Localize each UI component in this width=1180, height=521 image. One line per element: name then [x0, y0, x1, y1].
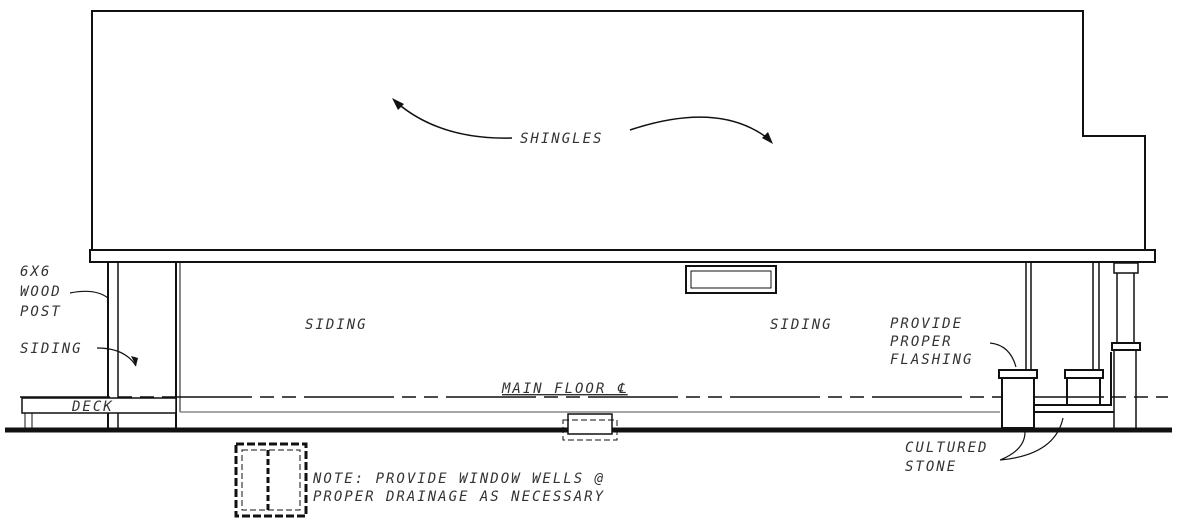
deck-label: DECK: [71, 399, 114, 415]
siding-label-right: SIDING: [770, 317, 833, 333]
deck: [21, 397, 177, 428]
roof-outline: [91, 10, 1146, 250]
flashing-label-2: PROPER: [890, 334, 953, 350]
post-leader: [69, 290, 109, 299]
window-well-symbol: [234, 442, 308, 518]
cultured-stone-piers: [998, 352, 1114, 429]
shingles-arrow-right: [629, 116, 771, 141]
siding-label-left: SIDING: [305, 317, 368, 333]
roof-fascia: [89, 249, 1156, 263]
shingles-label: SHINGLES: [520, 131, 603, 147]
stone-label-1: CULTURED: [905, 440, 988, 456]
flashing-label-1: PROVIDE: [890, 316, 963, 332]
gable-vent: [685, 265, 777, 294]
post-label-2: WOOD: [20, 284, 62, 300]
stone-leader: [999, 417, 1064, 461]
siding-leader: [96, 347, 137, 367]
stone-label-2: STONE: [905, 459, 957, 475]
shingles-arrow-left: [395, 101, 513, 139]
window-well: [562, 413, 618, 441]
post-label-3: POST: [20, 304, 62, 320]
post-label: 6X6: [20, 264, 51, 280]
note-line-1: NOTE: PROVIDE WINDOW WELLS @: [312, 471, 605, 487]
flashing-leader: [989, 342, 1017, 368]
note-line-2: PROPER DRAINAGE AS NECESSARY: [313, 489, 605, 505]
flashing-label-3: FLASHING: [890, 352, 973, 368]
porch-column: [1111, 262, 1141, 428]
siding-callout-label: SIDING: [20, 341, 83, 357]
main-floor-label: MAIN FLOOR ℄: [501, 381, 628, 397]
